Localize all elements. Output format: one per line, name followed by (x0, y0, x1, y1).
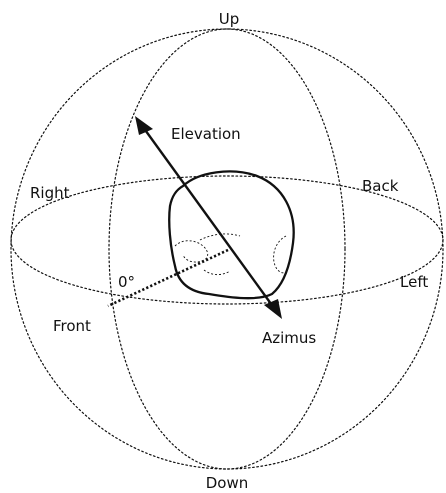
left-eye-detail (175, 241, 208, 262)
label-front: Front (53, 317, 91, 335)
ear-detail (274, 236, 288, 273)
sphere-outline (11, 29, 443, 469)
nose-detail (204, 270, 230, 275)
label-back: Back (362, 177, 399, 195)
label-zero-angle: 0° (118, 273, 135, 291)
label-up: Up (219, 10, 240, 28)
vertical-meridian (109, 29, 345, 469)
azimuth-arrow-head (264, 299, 282, 319)
horizontal-equator (11, 176, 443, 304)
label-elevation: Elevation (171, 125, 241, 143)
label-azimuth: Azimus (262, 329, 316, 347)
elevation-arrow-head (135, 116, 153, 135)
label-right: Right (30, 184, 70, 202)
label-left: Left (400, 273, 428, 291)
label-down: Down (206, 474, 249, 492)
